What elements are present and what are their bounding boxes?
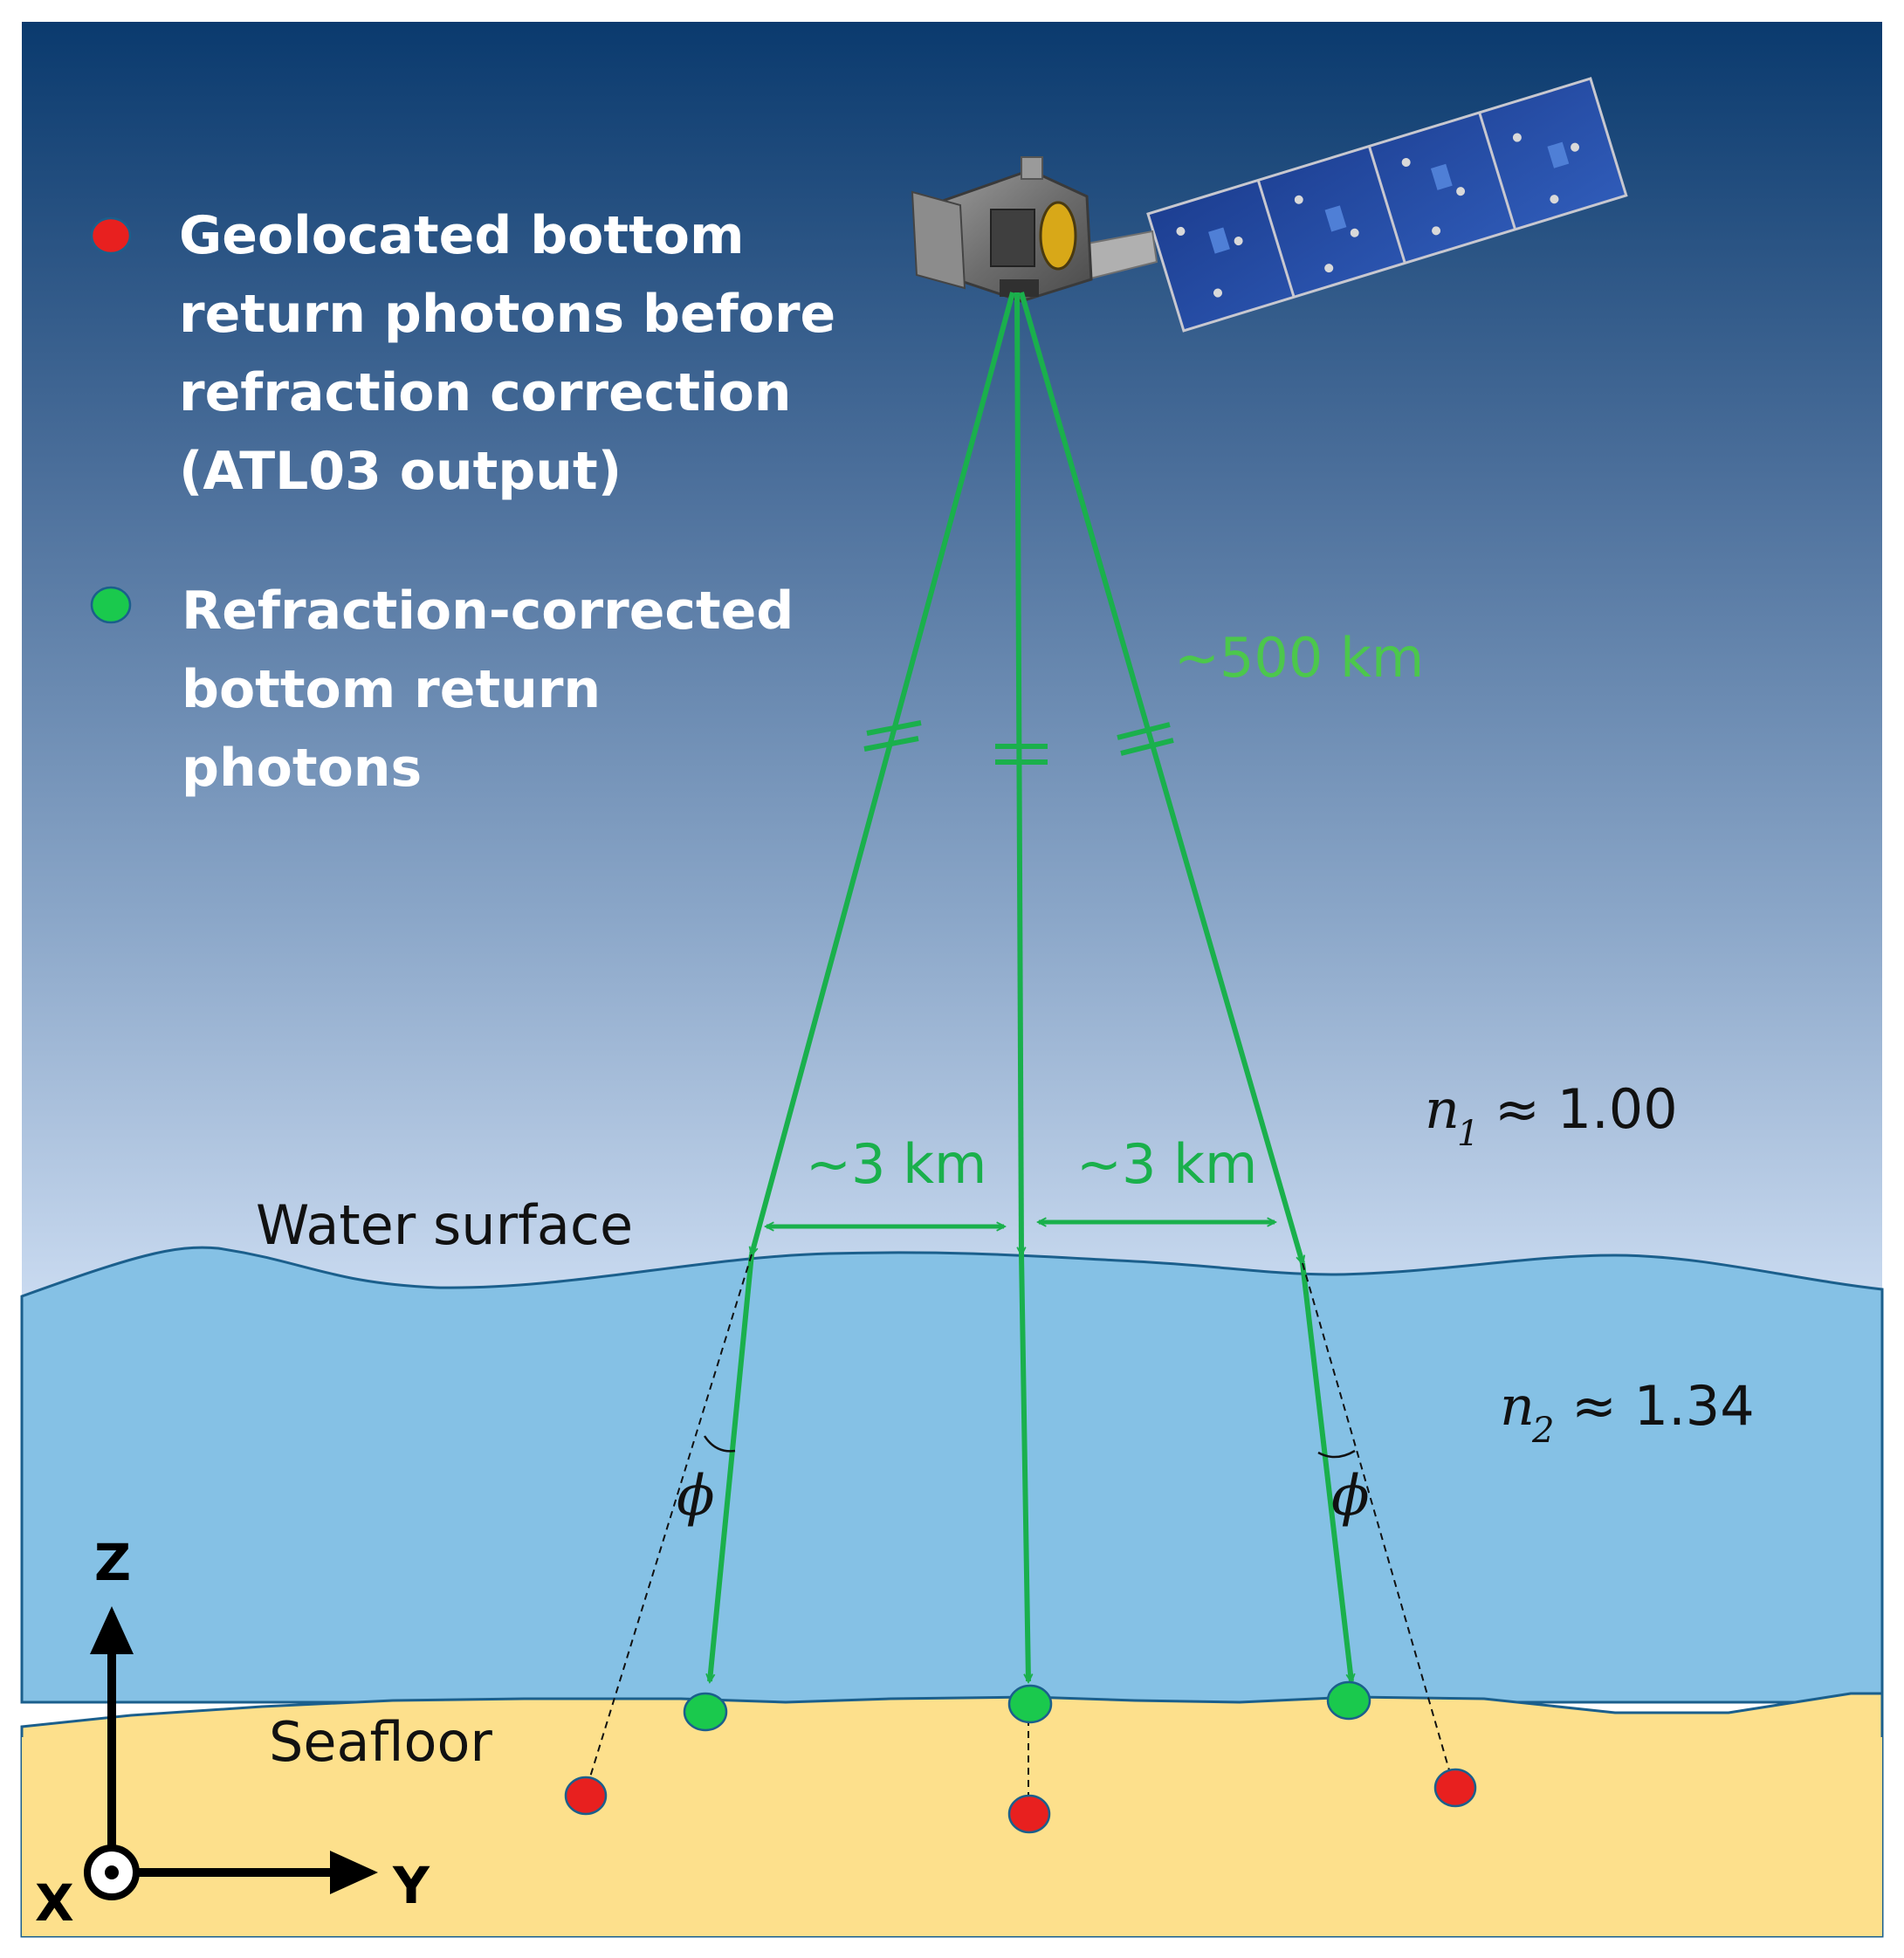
green-photon-left (683, 1692, 728, 1732)
red-dot-icon (90, 216, 132, 255)
angle-arc-right (1317, 1449, 1356, 1459)
legend-red-label: Geolocated bottom return photons before … (179, 205, 854, 502)
y-axis-arrowhead (330, 1851, 378, 1894)
beam-left-air (752, 292, 1015, 1254)
spacing-label-left: ~3 km (806, 1132, 986, 1196)
red-photon-right (1433, 1768, 1477, 1808)
z-axis-arrowhead (90, 1606, 134, 1654)
red-photon-center (1007, 1794, 1051, 1834)
beam-right-air (1019, 292, 1303, 1263)
n2-value: ≈ 1.34 (1571, 1374, 1755, 1438)
coordinate-axes: Z Y X (35, 1533, 430, 1933)
altitude-label: ~500 km (1174, 626, 1424, 690)
spacing-arrows (766, 1222, 1275, 1226)
legend-green-label: Refraction-corrected bottom return photo… (182, 581, 812, 799)
satellite-icon (911, 77, 1628, 333)
seafloor-fill-bottom (22, 1737, 1882, 1936)
beam-center-water (1019, 1254, 1028, 1681)
n1-subscript: 1 (1457, 1114, 1479, 1154)
spacing-label-right: ~3 km (1076, 1132, 1257, 1196)
beam-left-water (710, 1254, 754, 1681)
refractive-index-water: n 2 ≈ 1.34 (1500, 1374, 1755, 1451)
x-axis-dot (105, 1865, 119, 1879)
y-axis-label: Y (392, 1856, 430, 1915)
angle-arc-left (703, 1435, 736, 1453)
beam-center-air (1014, 292, 1021, 1254)
legend: Geolocated bottom return photons before … (90, 205, 854, 799)
solar-panel-array (1146, 77, 1628, 333)
n2-subscript: 2 (1531, 1411, 1554, 1451)
phi-label-right: ϕ (1331, 1464, 1370, 1529)
green-dot-icon (90, 586, 132, 624)
dashed-path-right (1302, 1262, 1454, 1786)
phi-label-left: ϕ (677, 1464, 715, 1529)
dashed-path-left (584, 1254, 753, 1795)
seafloor-label: Seafloor (269, 1710, 492, 1774)
z-axis-label: Z (94, 1533, 131, 1592)
beam-break-marks (863, 720, 1174, 765)
red-photons (564, 1768, 1477, 1834)
x-axis-label: X (35, 1873, 74, 1933)
water-surface-label: Water surface (256, 1193, 633, 1257)
n1-symbol: n (1425, 1077, 1460, 1141)
green-photon-center (1007, 1684, 1053, 1724)
beam-right-water (1300, 1262, 1351, 1681)
n1-value: ≈ 1.00 (1495, 1077, 1678, 1141)
refractive-index-air: n 1 ≈ 1.00 (1425, 1077, 1678, 1154)
laser-beams (710, 292, 1351, 1681)
green-photon-right (1326, 1680, 1371, 1721)
n2-symbol: n (1500, 1374, 1535, 1438)
green-photons (683, 1680, 1371, 1732)
water-body (20, 1246, 1884, 1704)
red-photon-left (564, 1776, 608, 1816)
